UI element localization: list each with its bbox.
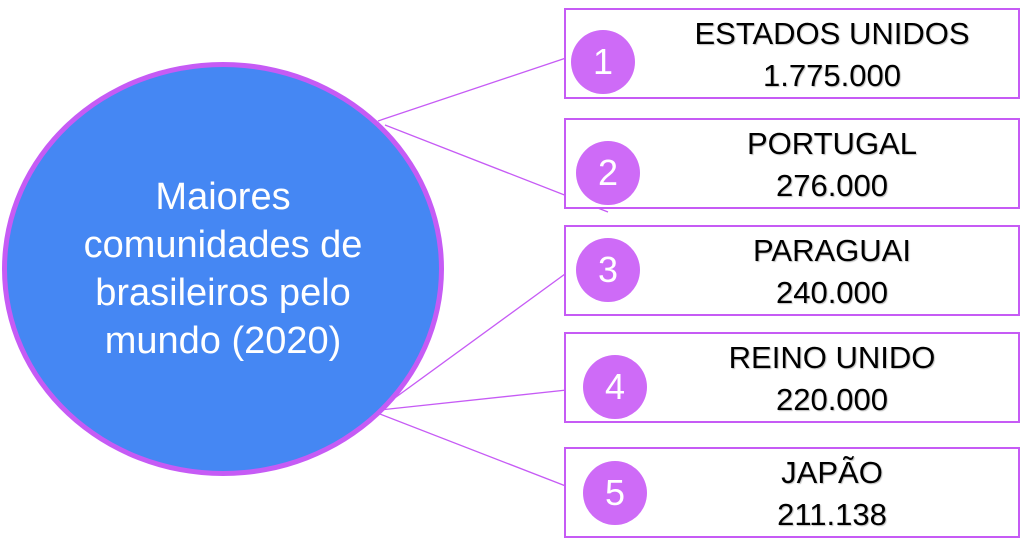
country-name: PARAGUAI: [753, 233, 911, 268]
country-box-1: ESTADOS UNIDOS 1.775.000: [564, 8, 1020, 99]
country-name: PORTUGAL: [747, 126, 917, 161]
country-value: 240.000: [775, 275, 889, 310]
rank-badge-1: 1: [571, 30, 635, 94]
country-value: 276.000: [775, 168, 889, 203]
central-topic-circle: Maiores comunidades de brasileiros pelo …: [2, 62, 444, 476]
rank-badge-3: 3: [576, 238, 640, 302]
country-box-2: PORTUGAL 276.000: [564, 118, 1020, 209]
rank-badge-2: 2: [576, 141, 640, 205]
country-name: JAPÃO: [781, 455, 883, 490]
central-topic-title: Maiores comunidades de brasileiros pelo …: [83, 176, 363, 362]
rank-badge-4: 4: [583, 355, 647, 419]
country-name: ESTADOS UNIDOS: [694, 16, 970, 51]
connector-4: [379, 388, 577, 411]
country-box-3: PARAGUAI 240.000: [564, 225, 1020, 316]
country-value: 211.138: [777, 497, 887, 532]
connector-3: [391, 265, 577, 401]
rank-badge-5: 5: [583, 461, 647, 525]
country-value: 1.775.000: [763, 58, 901, 93]
connector-5: [379, 413, 577, 491]
country-value: 220.000: [775, 382, 889, 417]
connector-1: [377, 57, 567, 122]
country-name: REINO UNIDO: [728, 340, 936, 375]
